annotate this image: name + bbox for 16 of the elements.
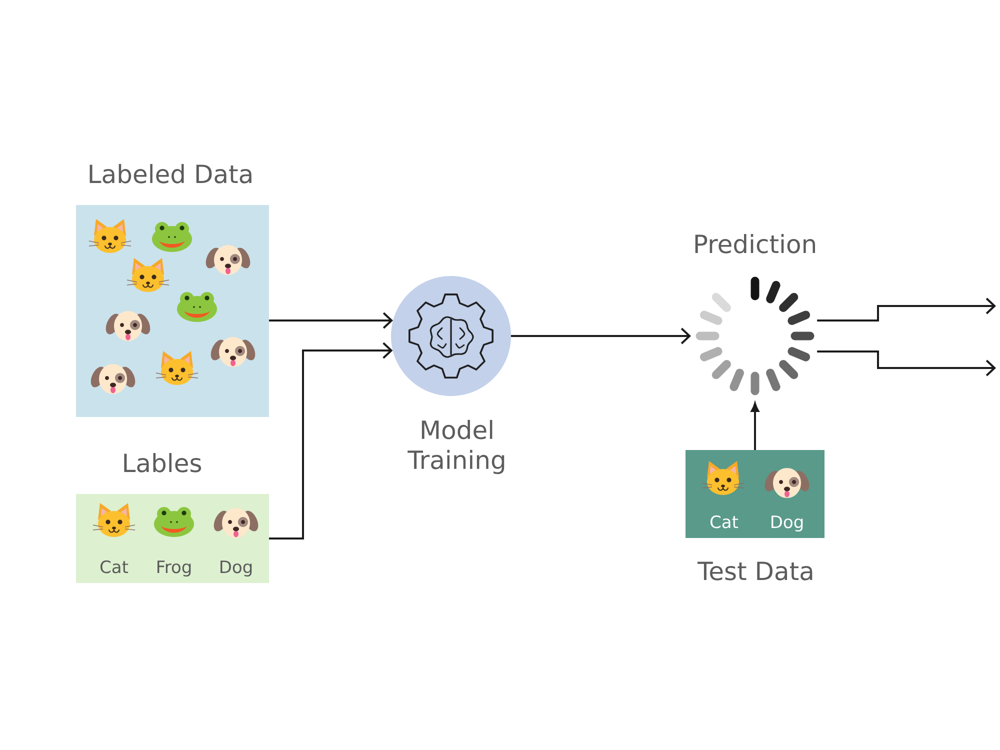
- animal-label: Frog: [158, 560, 191, 577]
- animal-label: Dog: [220, 560, 252, 577]
- arrow: [750, 402, 760, 450]
- animal-label: Dog: [772, 516, 803, 532]
- arrow: [511, 328, 691, 344]
- arrow: [269, 312, 394, 329]
- arrow: [817, 350, 996, 376]
- panel-title: Labeled Data: [90, 164, 252, 184]
- animal-label: Cat: [710, 515, 738, 528]
- arrow: [817, 298, 996, 322]
- node-label: Prediction: [695, 234, 815, 254]
- arrow: [269, 342, 393, 540]
- node-label: Model Training: [408, 420, 504, 474]
- panel-title: Lables: [124, 453, 202, 472]
- panel-title: Test Data: [698, 562, 812, 580]
- animal-label: Cat: [100, 560, 128, 574]
